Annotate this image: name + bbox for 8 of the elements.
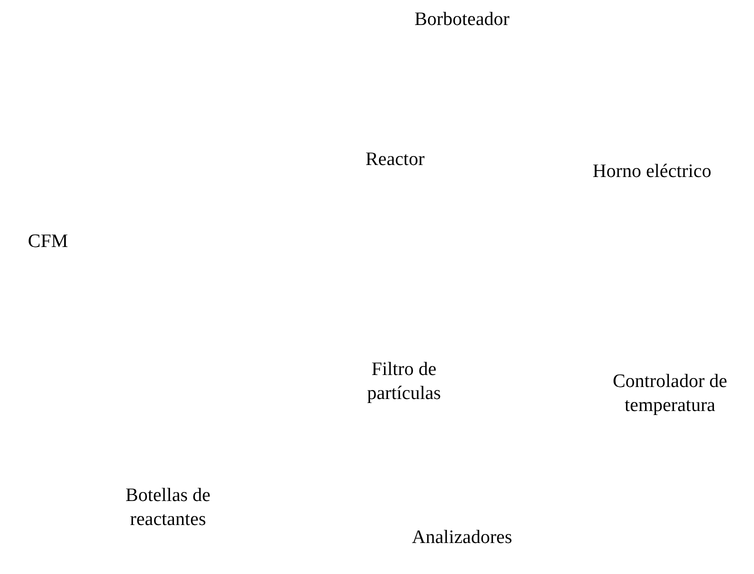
part-label: Botellas de reactantes xyxy=(124,484,212,532)
part-label: Analizadores xyxy=(412,526,512,550)
part-label: Reactor xyxy=(365,148,425,172)
part-label: Horno eléctrico xyxy=(592,160,712,184)
part-label: CFM xyxy=(28,230,68,254)
part-label: Borboteador xyxy=(414,8,510,32)
part-label: Controlador de temperatura xyxy=(612,370,728,418)
part-label: Filtro de partículas xyxy=(366,358,442,406)
